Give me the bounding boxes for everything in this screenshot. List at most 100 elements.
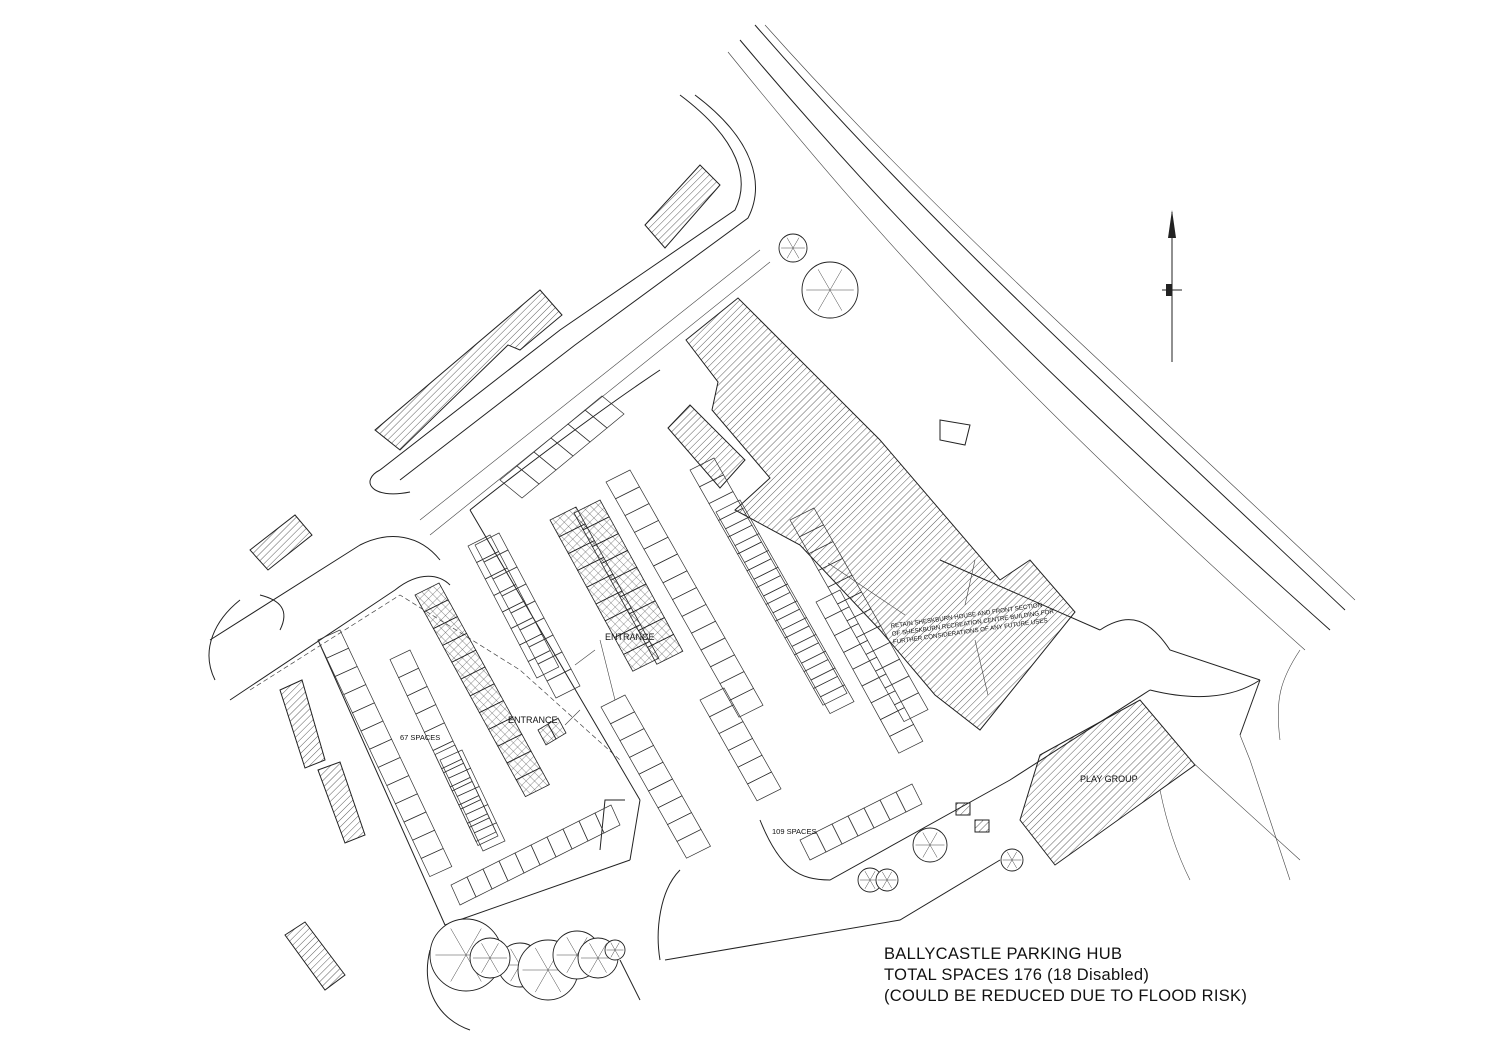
parking-bay [709,704,744,735]
parking-bay [708,491,743,521]
parking-bay [386,775,418,805]
parking-bay [820,684,855,715]
tree-branch [882,879,888,889]
parking-bay [719,671,754,701]
parking-bay [483,549,518,580]
parking-bay [434,744,465,774]
parking-bay [861,673,896,704]
parking-bay [562,820,589,850]
parking-bay [662,570,697,601]
tree-branch [535,947,549,971]
parking-bay [831,815,859,845]
side-street [208,94,771,761]
parking-bay [567,409,608,443]
tree-branch [817,269,831,291]
building-nw-1 [644,164,721,249]
parking-bay [667,812,702,842]
tree-branch [510,948,521,966]
building-annex [667,404,746,489]
parking-bay [394,793,427,823]
tree-branch [614,942,620,951]
parking-bay [550,423,591,457]
tree-branch [589,957,599,973]
tree-branch [614,949,620,958]
tree-branch [929,844,938,858]
tree-branch [610,942,616,951]
parking-bay [403,811,436,841]
tree-branch [450,954,467,982]
title-block: BALLYCASTLE PARKING HUB TOTAL SPACES 176… [884,944,1247,1007]
tree-branch [817,289,831,311]
parking-bay [884,675,919,706]
spaces-west-label: 67 SPACES [400,733,440,742]
parking-bay [619,728,654,758]
title-line-3: (COULD BE REDUCED DUE TO FLOOD RISK) [884,987,1248,1005]
parking-bay [889,723,924,754]
tree-branch [566,937,578,956]
leader-lines [564,559,989,726]
small-structure-2 [974,819,990,833]
tree-branch [450,928,467,956]
parking-bay [624,503,659,533]
building-w-1 [249,514,313,571]
buildings [249,164,1196,991]
parking-bay [482,860,509,890]
parking-bay [326,647,358,677]
tree-branch [589,943,599,959]
parking-bay [584,395,625,429]
parking-bay [412,829,444,859]
tree-branch [597,957,607,973]
parking-bay [516,451,557,485]
disabled-bay-icon [515,767,550,798]
entrance-label-south: ENTRANCE [508,715,558,725]
entrance-label-north: ENTRANCE [605,632,655,642]
parking-bay [527,650,560,679]
parking-bay [895,783,923,813]
tree-branch [465,928,482,956]
play-group-label: PLAY GROUP [1080,774,1138,784]
tree-branch [481,957,491,973]
tree-branch [869,871,876,881]
parking-bay [465,804,497,834]
building-w-2 [279,679,326,769]
parking-bay [492,566,527,597]
tree-branch [886,879,892,889]
parking-bay [610,711,645,742]
parking-bay [847,807,875,837]
play-group-building [1019,699,1196,866]
parking-bay [863,799,891,829]
parking-bay [879,791,907,821]
tree-branch [829,289,843,311]
parking-bay [473,822,506,852]
parking-bay [676,828,711,859]
parking-bay [448,767,480,797]
tree-branch [610,949,616,958]
parking-bay [546,668,581,699]
tree-branch [489,943,499,959]
parking-bay [634,519,669,550]
parking-bay [578,812,605,842]
parking-bay [594,804,621,834]
tree-branch [1011,851,1017,861]
parking-bay [439,749,472,779]
parking-bay [432,740,463,770]
parking-bay [450,876,477,906]
parking-bay [398,667,428,697]
tree-branch [792,247,800,259]
parking-bay [718,721,753,751]
parking-bay [879,707,915,737]
small-structure-1 [955,802,971,816]
parking-bay [691,620,726,651]
parking-bay [653,553,688,584]
tree-branch [864,871,871,881]
parking-bay [615,486,650,517]
disabled-bay-icon [547,717,567,740]
building-sw [284,921,346,991]
parking-bay [681,603,716,634]
parking-bay [815,589,850,620]
tree-branch [869,879,876,889]
parking-bay [894,692,929,723]
parking-bay [498,852,525,882]
parking-bay [514,844,541,874]
building-w-3 [317,761,366,844]
